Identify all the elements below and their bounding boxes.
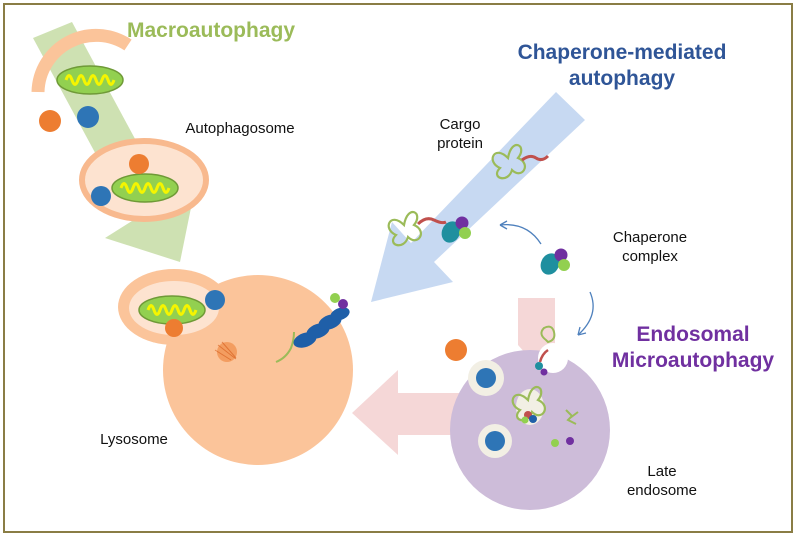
chaperone-label-line1: Chaperone <box>612 229 688 246</box>
cma-title-line2: autophagy <box>568 67 676 90</box>
cargo-protein-label: Cargo protein <box>425 115 495 153</box>
chaperone-complex-label: Chaperone complex <box>600 228 700 266</box>
recruitment-arrows <box>499 220 594 336</box>
cma-arrow <box>371 92 585 302</box>
late-endosome-line2: endosome <box>626 482 698 499</box>
free-cargo-orange <box>445 339 467 361</box>
lysosome-label: Lysosome <box>100 431 168 448</box>
cma-title-line1: Chaperone-mediated <box>517 41 727 64</box>
autophagosome <box>79 138 209 222</box>
cargo-label-line1: Cargo <box>439 116 481 133</box>
cargo-protein-icon <box>491 143 550 180</box>
late-endosome-line1: Late <box>647 463 677 480</box>
late-endosome <box>450 343 610 510</box>
late-endosome-label: Late endosome <box>622 462 702 500</box>
lysosome <box>118 269 353 465</box>
cma-title: Chaperone-mediated autophagy <box>502 40 742 92</box>
chaperone-label-line2: complex <box>622 248 678 265</box>
invaginating-cargo <box>535 325 556 376</box>
chaperone-complex-icon <box>537 248 570 278</box>
cargo-chaperone-complex <box>387 210 471 247</box>
mitochondrion-icon <box>55 64 125 96</box>
lysosomal-translocation-complex <box>275 293 350 363</box>
macroautophagy-title: Macroautophagy <box>126 19 296 42</box>
phagophore <box>31 28 132 93</box>
microautophagy-title-line1: Endosomal <box>636 323 750 346</box>
cargo-label-line2: protein <box>437 135 483 152</box>
cytoplasmic-cargo <box>39 106 99 132</box>
autophagosome-label: Autophagosome <box>185 120 295 137</box>
figure-border <box>3 3 793 533</box>
microautophagy-title-line2: Microautophagy <box>611 349 775 372</box>
microautophagy-title: Endosomal Microautophagy <box>600 322 786 374</box>
